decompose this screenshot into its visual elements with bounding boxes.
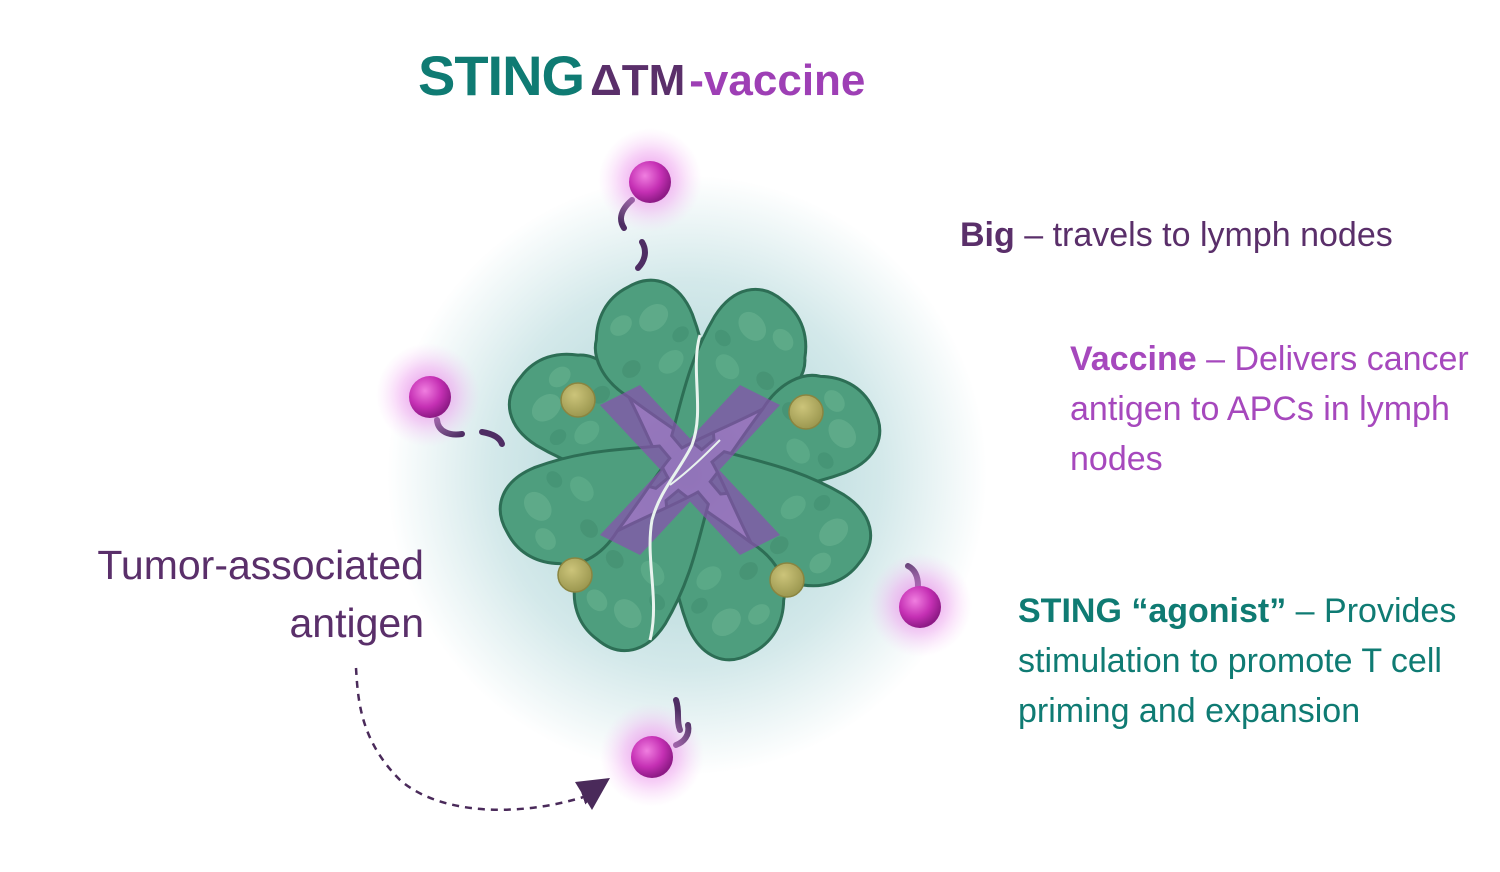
tumor-antigen-label: Tumor-associated antigen	[20, 536, 424, 652]
sting-agonist-label-text: – Provides stimulation to promote T cell…	[1018, 592, 1457, 730]
title-sting: STING	[418, 44, 585, 107]
big-label-text: – travels to lymph nodes	[1014, 216, 1393, 254]
tumor-antigen-line1: Tumor-associated	[97, 542, 424, 588]
antigen-bottom	[600, 703, 704, 807]
core-cross	[600, 385, 780, 555]
big-label: Big – travels to lymph nodes	[960, 210, 1393, 260]
arrow-head	[575, 778, 610, 810]
agonist-ball	[788, 394, 824, 430]
dimer-seam	[648, 334, 702, 641]
tumor-antigen-line2: antigen	[289, 600, 424, 646]
antigen-top	[598, 128, 702, 232]
agonist-ball	[557, 557, 593, 593]
antigen-right	[868, 553, 972, 657]
vaccine-label-bold: Vaccine	[1070, 340, 1197, 378]
big-label-bold: Big	[960, 216, 1015, 254]
sting-agonist-label: STING “agonist” – Provides stimulation t…	[1018, 586, 1478, 736]
vaccine-label: Vaccine – Delivers cancer antigen to APC…	[1070, 334, 1470, 484]
sting-agonist-label-bold: STING “agonist”	[1018, 592, 1287, 630]
antigen-pointer-arrow	[354, 667, 598, 811]
agonist-ball	[769, 562, 805, 598]
title-vaccine: -vaccine	[689, 56, 866, 105]
agonist-ball	[560, 382, 596, 418]
title-delta-tm: ΔTM	[590, 56, 686, 105]
antigen-left	[376, 343, 480, 447]
vaccine-label-text: – Delivers cancer antigen to APCs in lym…	[1070, 340, 1469, 478]
